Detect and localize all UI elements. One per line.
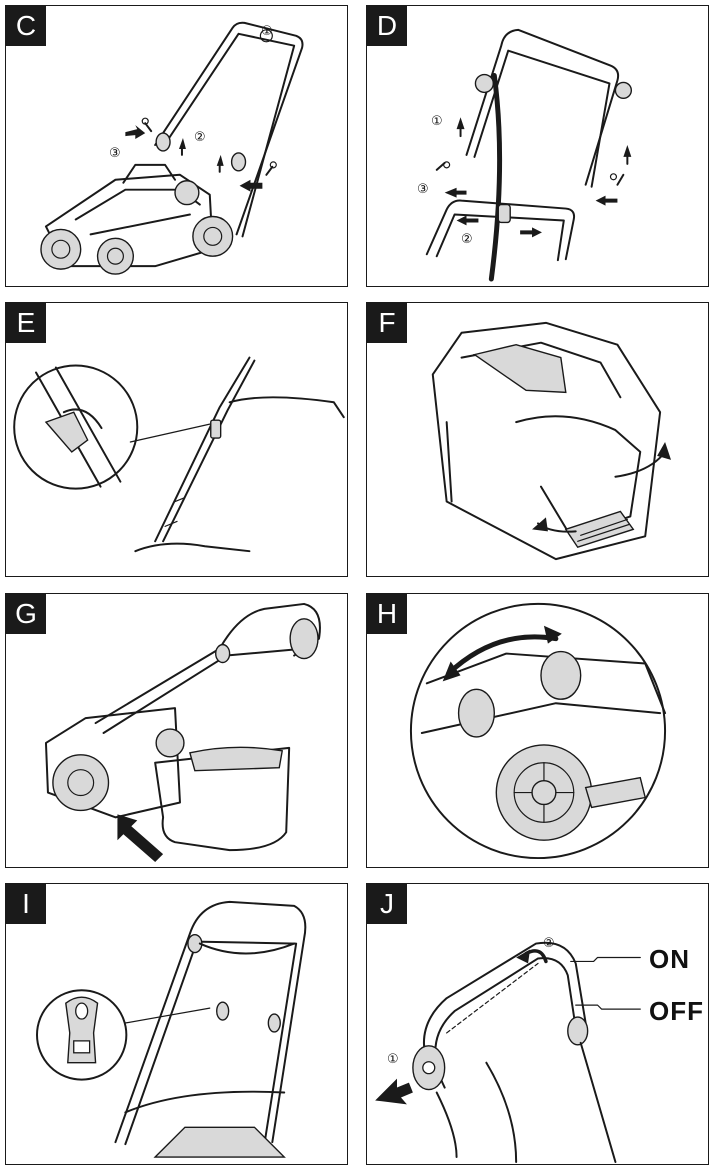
callout-1: ① (387, 1052, 399, 1067)
panel-letter: D (367, 6, 407, 46)
off-label: OFF (649, 996, 704, 1026)
height-adjust-lever-drawing (409, 602, 667, 860)
panel-letter: G (6, 594, 46, 634)
panel-letter: F (367, 303, 407, 343)
panel-j: J ① ② ON OFF (366, 883, 709, 1165)
callout-1: ① (261, 24, 273, 39)
panel-i: I (5, 883, 348, 1165)
callout-2: ② (461, 232, 473, 247)
panel-letter: E (6, 303, 46, 343)
handle-bolt-assembly-drawing (425, 28, 633, 282)
panel-e: E (5, 302, 348, 577)
switch-on-off-drawing (375, 941, 641, 1164)
grass-bag-drawing (431, 321, 672, 561)
panel-g: G (5, 593, 348, 868)
callout-2: ② (194, 130, 206, 145)
on-label: ON (649, 944, 690, 974)
callout-3: ③ (417, 182, 429, 197)
panel-f: F (366, 302, 709, 577)
callout-3: ③ (109, 146, 121, 161)
cable-clip-position-drawing (36, 900, 307, 1158)
lawnmower-handle-assembly-drawing (40, 21, 304, 275)
panel-letter: C (6, 6, 46, 46)
panel-letter: J (367, 884, 407, 924)
callout-1: ① (431, 114, 443, 129)
panel-h: H (366, 593, 709, 868)
panel-c: C ① ② ③ (5, 5, 348, 287)
panel-d: D ① ② ③ (366, 5, 709, 287)
panel-letter: I (6, 884, 46, 924)
attach-grass-bag-drawing (44, 602, 321, 863)
cable-clip-detail-drawing (13, 356, 345, 553)
callout-2: ② (543, 936, 555, 951)
panel-letter: H (367, 594, 407, 634)
